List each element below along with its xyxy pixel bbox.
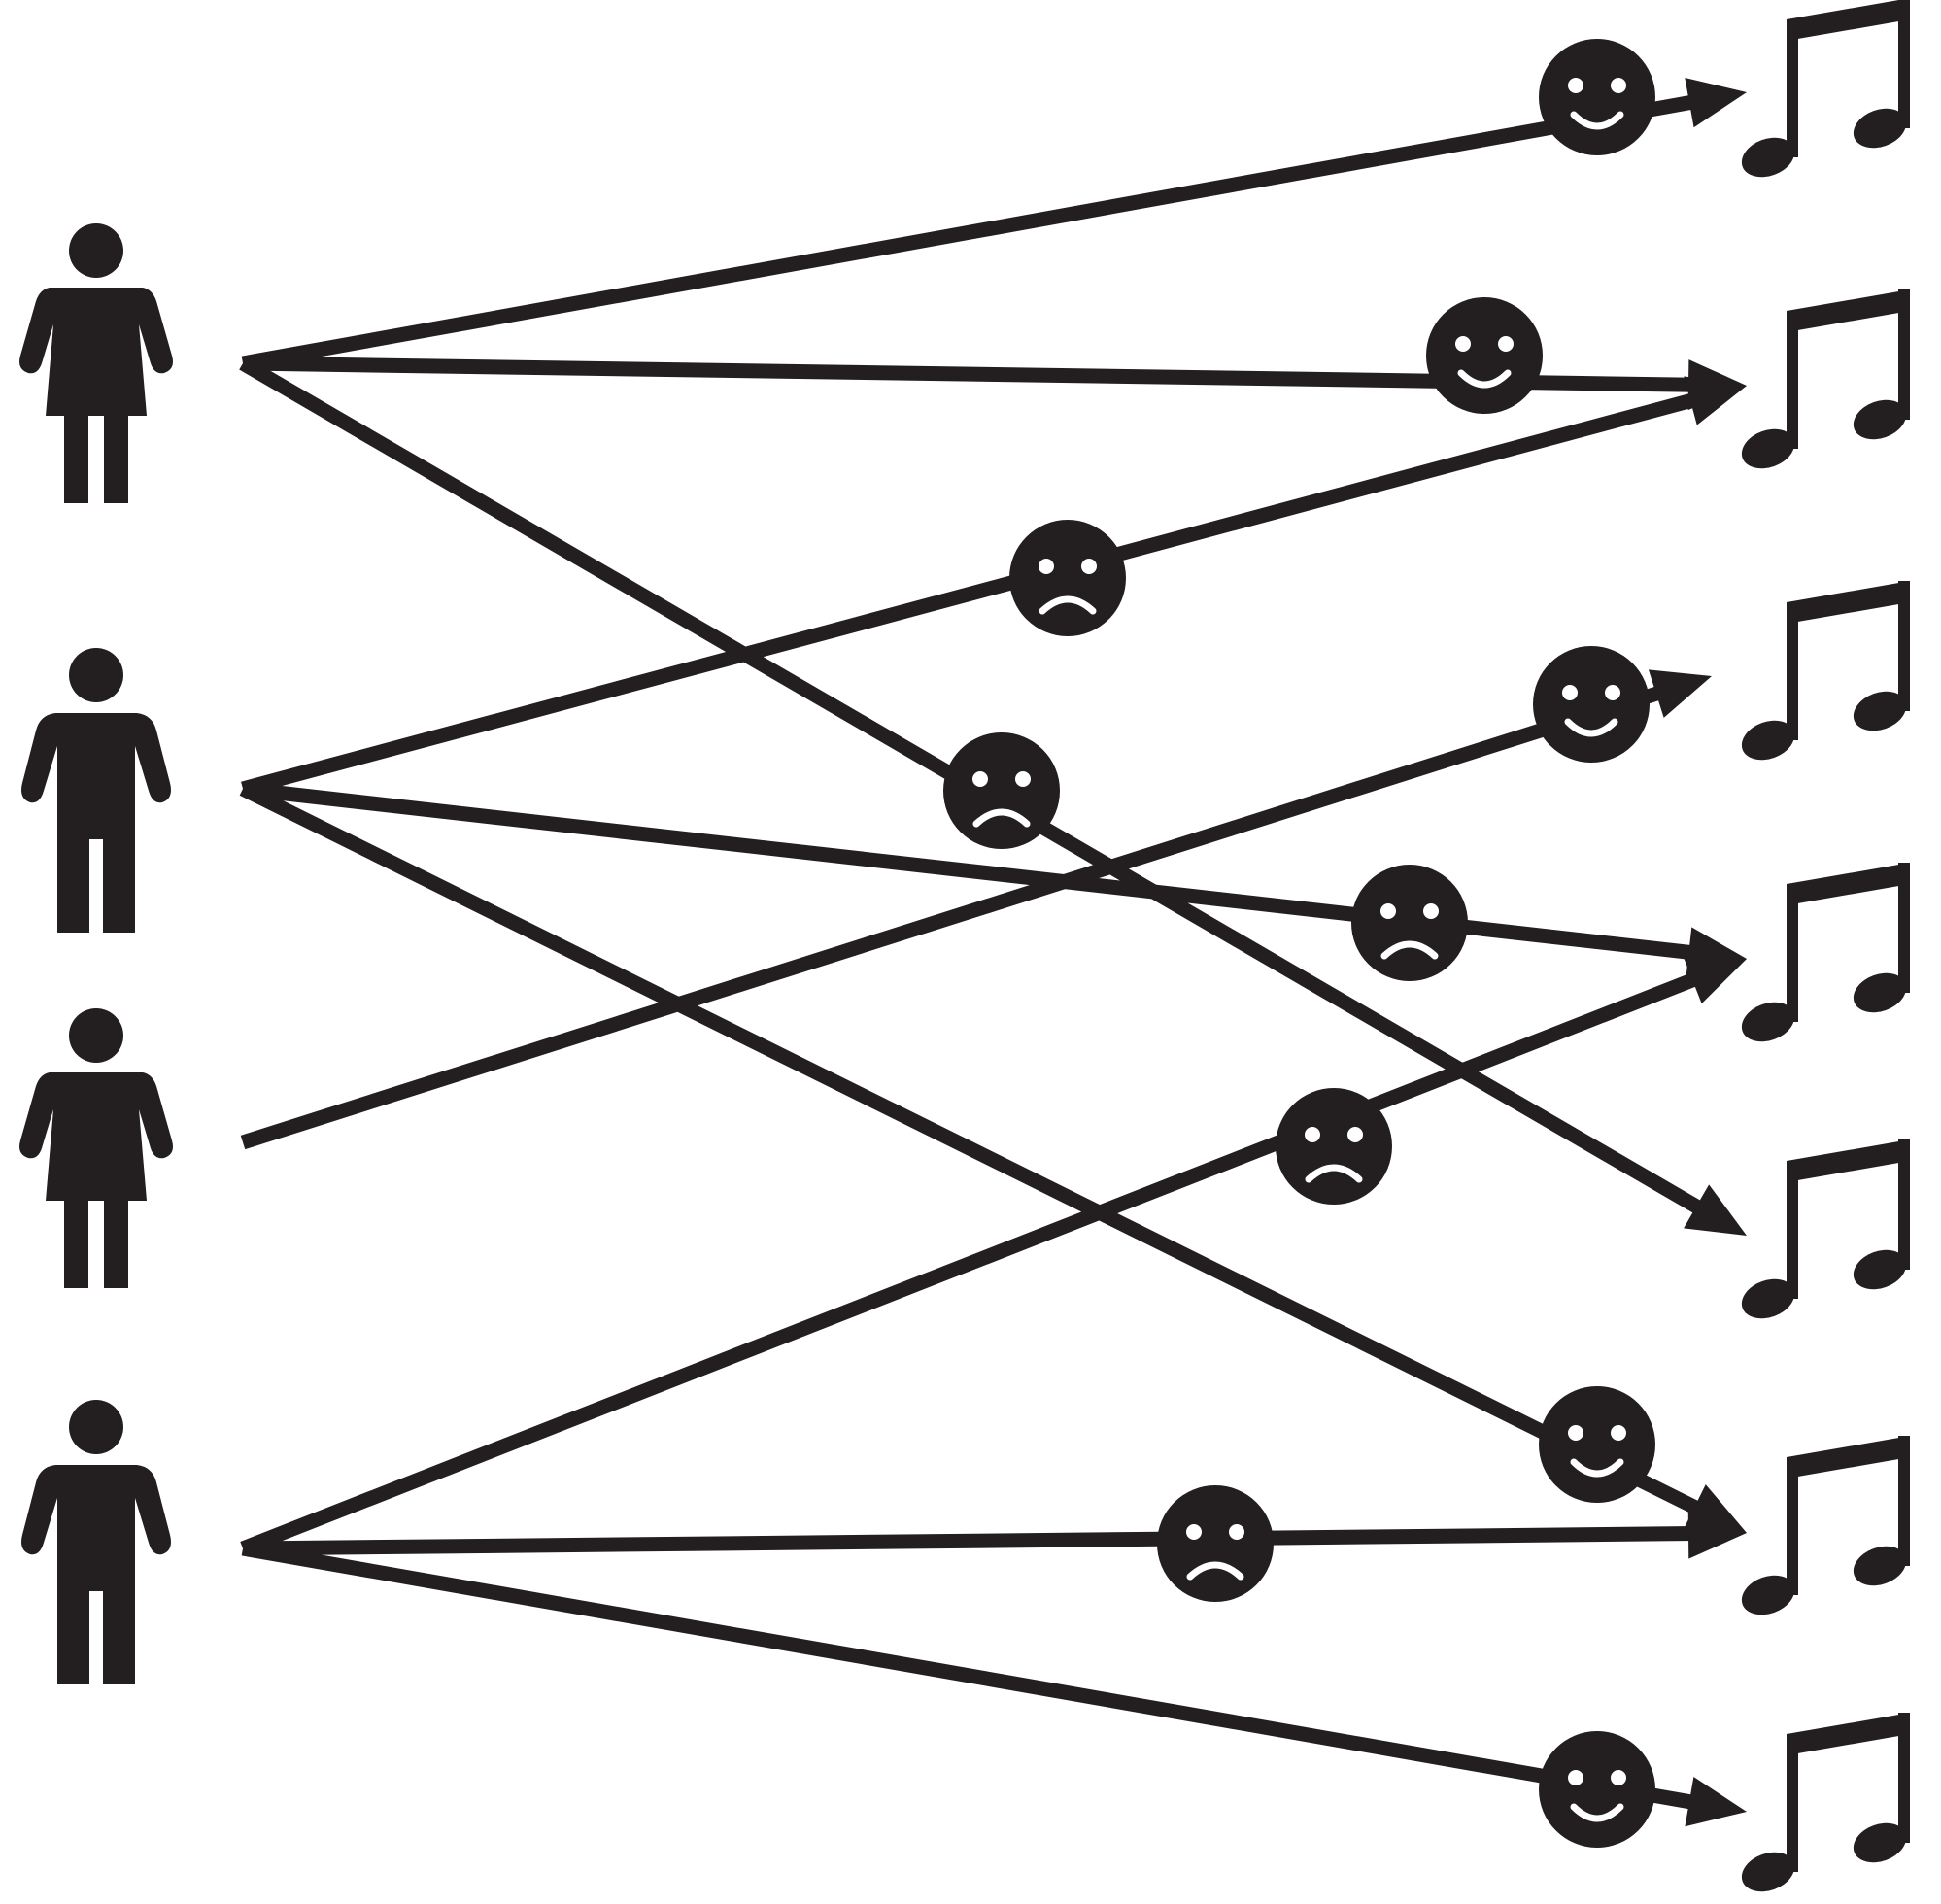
rating-arrows (239, 78, 1747, 1827)
man-icon (21, 648, 171, 933)
rating-arrow (242, 1508, 1747, 1559)
arrow-shaft (241, 1541, 1697, 1811)
arrow-head-icon (1687, 1508, 1747, 1559)
sad-face-icon (1157, 1485, 1274, 1602)
music-note-icon (1741, 1713, 1910, 1892)
music-note-icon (1741, 289, 1910, 469)
happy-face-icon (1533, 646, 1650, 763)
rating-arrow (240, 956, 1747, 1555)
rating-arrow (241, 1541, 1747, 1827)
arrow-shaft (241, 391, 1698, 797)
sad-face-icon (1009, 520, 1126, 636)
rating-arrow (240, 669, 1712, 1150)
users-column (19, 223, 173, 1684)
arrow-shaft (241, 94, 1697, 371)
sad-face-icon (943, 732, 1060, 849)
rating-faces (943, 39, 1655, 1848)
arrow-head-icon (1685, 78, 1747, 128)
music-note-icon (1741, 581, 1910, 761)
songs-column (1741, 0, 1910, 1892)
rating-arrow (241, 78, 1747, 371)
woman-icon (19, 1008, 173, 1288)
music-note-icon (1741, 863, 1910, 1042)
arrow-shaft (240, 685, 1664, 1150)
sad-face-icon (1351, 865, 1468, 981)
happy-face-icon (1539, 39, 1655, 155)
arrow-head-icon (1684, 1184, 1747, 1236)
music-note-icon (1741, 0, 1910, 178)
arrow-shaft (242, 1526, 1695, 1556)
happy-face-icon (1539, 1386, 1655, 1503)
happy-face-icon (1426, 297, 1543, 414)
music-note-icon (1741, 1436, 1910, 1615)
woman-icon (19, 223, 173, 503)
arrow-head-icon (1648, 669, 1712, 718)
arrow-shaft (239, 782, 1703, 1516)
arrow-shaft (240, 970, 1701, 1555)
happy-face-icon (1539, 1731, 1655, 1848)
man-icon (21, 1400, 171, 1684)
arrow-head-icon (1683, 956, 1747, 1004)
rating-arrow (241, 376, 1747, 797)
arrow-head-icon (1684, 376, 1747, 425)
sad-face-icon (1276, 1088, 1392, 1205)
music-note-icon (1741, 1139, 1910, 1319)
arrow-head-icon (1685, 1777, 1747, 1827)
